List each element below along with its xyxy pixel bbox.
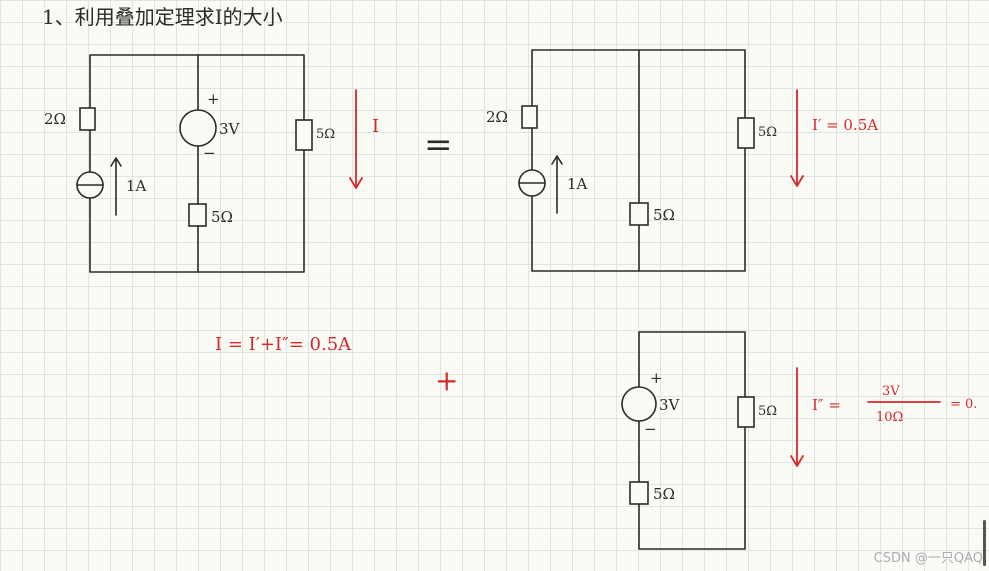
resistor-2ohm-label: 2Ω — [44, 110, 66, 128]
voltage-source-plus: + — [207, 90, 220, 108]
resistor-middle-5ohm — [188, 203, 207, 227]
resistor-middle-label: 5Ω — [211, 208, 233, 226]
resistor-middle-5ohm — [629, 481, 649, 505]
current-I-prime-arrow — [790, 89, 804, 187]
voltage-source-label: 3V — [219, 120, 241, 138]
vertical-scrollbar[interactable] — [983, 520, 986, 566]
fraction-result: = 0. — [950, 397, 977, 412]
problem-title: 1、利用叠加定理求I的大小 — [42, 5, 283, 29]
plus-sign: + — [435, 364, 458, 397]
equals-sign: = — [424, 125, 453, 165]
current-I-double-prime-label: I″ = — [812, 396, 841, 414]
resistor-right-5ohm — [737, 117, 755, 149]
resistor-right-label: 5Ω — [316, 127, 335, 142]
circuit-original-outer-wire — [89, 54, 305, 273]
circuit-voltage-only: + − 3V 5Ω 5Ω I″ = 3V 10Ω = 0. — [621, 331, 977, 550]
fraction-denominator: 10Ω — [876, 410, 903, 425]
voltage-source-minus: − — [203, 144, 216, 162]
resistor-2ohm — [79, 107, 96, 131]
resistor-right-5ohm — [295, 119, 313, 151]
current-source-arrow — [551, 155, 563, 214]
superposition-equation: I = I′+I″= 0.5A — [215, 334, 352, 355]
resistor-middle-label: 5Ω — [653, 206, 675, 224]
fraction-numerator: 3V — [882, 384, 900, 399]
voltage-source-circle — [621, 386, 657, 422]
resistor-middle-label: 5Ω — [653, 485, 675, 503]
current-source-label: 1A — [567, 175, 588, 193]
resistor-2ohm — [521, 105, 538, 129]
resistor-right-label: 5Ω — [758, 125, 777, 140]
current-I-double-prime-arrow — [790, 367, 804, 467]
circuit-current-only: 2Ω 1A 5Ω 5Ω I′ = 0.5A — [486, 49, 878, 272]
voltage-source-minus: − — [644, 420, 657, 438]
resistor-right-label: 5Ω — [758, 404, 777, 419]
resistor-2ohm-label: 2Ω — [486, 108, 508, 126]
circuit-current-outer-wire — [531, 49, 746, 272]
resistor-right-5ohm — [737, 396, 755, 428]
current-I-prime-label: I′ = 0.5A — [812, 116, 878, 134]
csdn-watermark: CSDN @一只QAQ — [873, 551, 983, 566]
circuit-original: 2Ω 1A + − 3V 5Ω 5Ω I — [44, 54, 379, 273]
current-I-label: I — [372, 116, 379, 137]
current-source-label: 1A — [126, 177, 147, 195]
current-I-arrow — [349, 89, 363, 189]
circuit-voltage-outer-wire — [638, 331, 746, 550]
voltage-source-plus: + — [650, 369, 663, 387]
current-source-arrow — [110, 157, 122, 216]
voltage-source-label: 3V — [659, 396, 681, 414]
voltage-source-circle — [179, 109, 217, 147]
resistor-middle-5ohm — [629, 202, 649, 226]
